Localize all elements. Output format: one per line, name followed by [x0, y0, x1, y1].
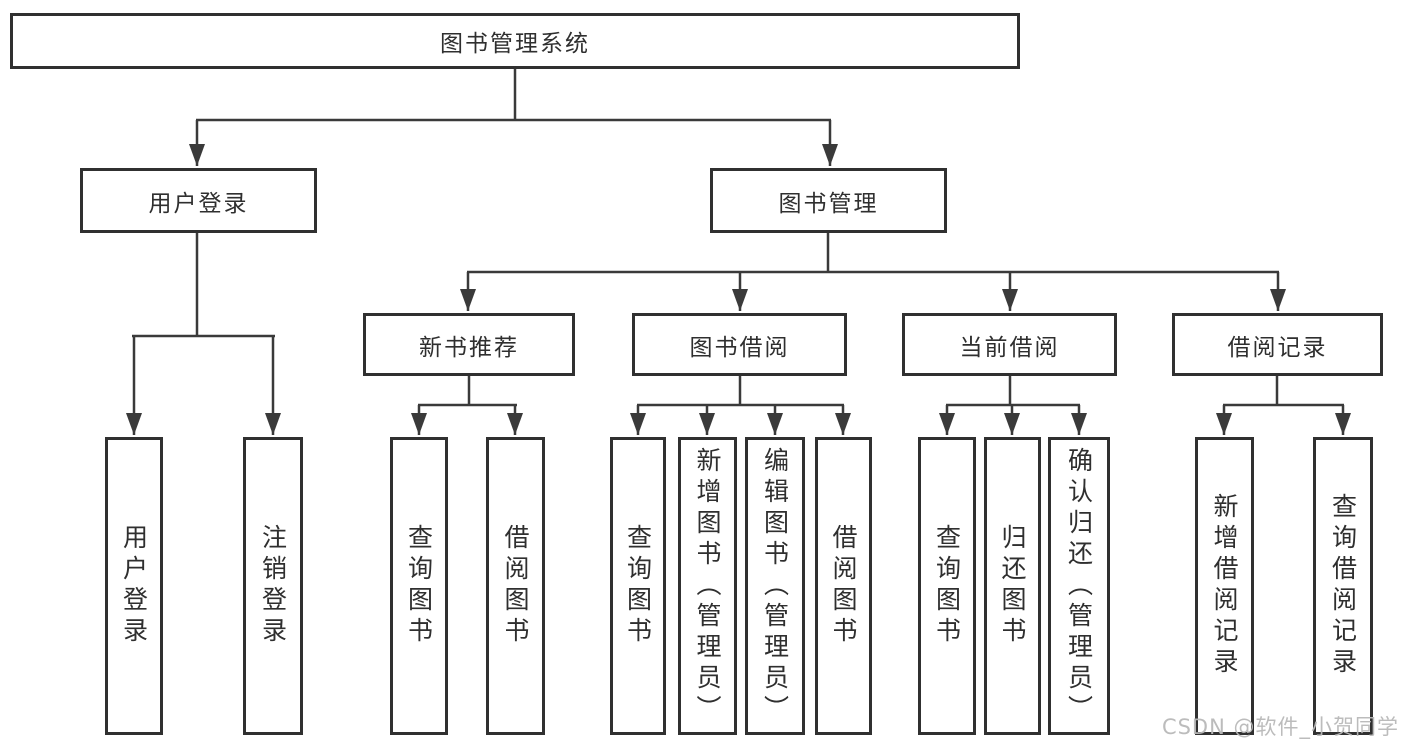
- leaf-current-confirm-return-admin: 确认归还（管理员）: [1048, 437, 1110, 735]
- node-current-borrowing: 当前借阅: [902, 313, 1117, 376]
- leaf-logout: 注销登录: [243, 437, 303, 735]
- node-borrowing-records: 借阅记录: [1172, 313, 1383, 376]
- node-new-book-recommend: 新书推荐: [363, 313, 575, 376]
- leaf-current-query-books: 查询图书: [918, 437, 976, 735]
- leaf-borrow-query-books: 查询图书: [610, 437, 666, 735]
- node-book-borrowing: 图书借阅: [632, 313, 847, 376]
- leaf-newbook-query-books: 查询图书: [390, 437, 448, 735]
- leaf-records-add-record: 新增借阅记录: [1195, 437, 1254, 735]
- leaf-borrow-add-books-admin: 新增图书（管理员）: [678, 437, 737, 735]
- leaf-records-query-record: 查询借阅记录: [1313, 437, 1373, 735]
- leaf-borrow-borrow-books: 借阅图书: [815, 437, 872, 735]
- node-user-login: 用户登录: [80, 168, 317, 233]
- node-book-management: 图书管理: [710, 168, 947, 233]
- node-library-management-system: 图书管理系统: [10, 13, 1020, 69]
- leaf-borrow-edit-books-admin: 编辑图书（管理员）: [745, 437, 805, 735]
- csdn-watermark: CSDN @软件_小贺同学: [1161, 715, 1399, 739]
- leaf-newbook-borrow-books: 借阅图书: [486, 437, 545, 735]
- leaf-user-login: 用户登录: [105, 437, 163, 735]
- leaf-current-return-books: 归还图书: [984, 437, 1041, 735]
